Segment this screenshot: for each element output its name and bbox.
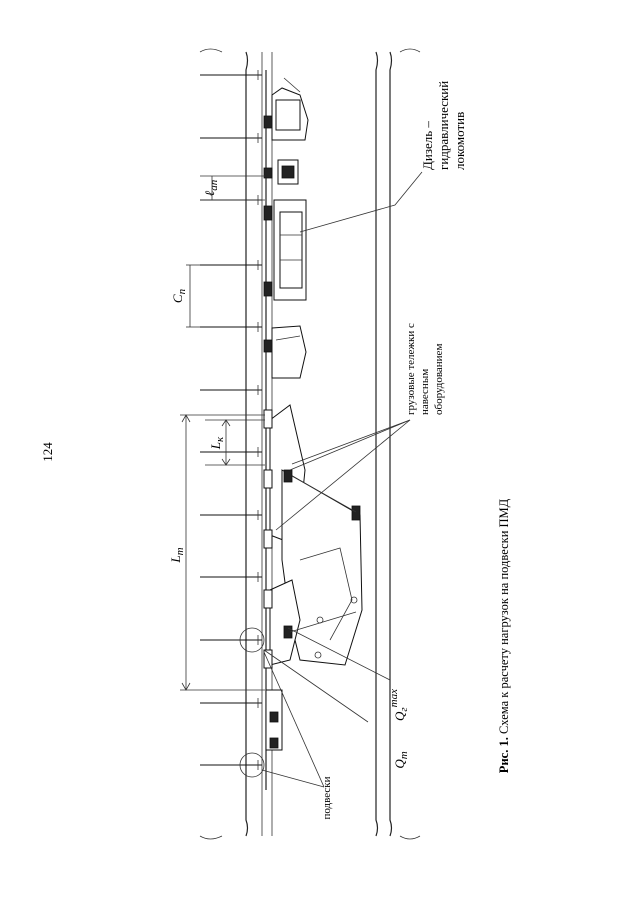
svg-text:Дизель –: Дизель – xyxy=(420,121,435,170)
svg-text:гидравлический: гидравлический xyxy=(436,81,451,170)
tunnel-walls xyxy=(199,48,421,840)
svg-text:Lт: Lт xyxy=(168,547,186,563)
page-number: 124 xyxy=(40,442,55,462)
diesel-hydraulic-locomotive xyxy=(263,77,309,379)
dimension-l-an: ℓап xyxy=(200,175,265,201)
label-locomotive: Дизель – гидравлический локомотив xyxy=(420,81,467,170)
svg-text:навесным: навесным xyxy=(419,369,431,415)
svg-text:Lк: Lк xyxy=(208,436,226,450)
svg-text:ℓап: ℓап xyxy=(202,179,220,196)
svg-text:грузовые тележки с: грузовые тележки с xyxy=(405,323,417,415)
svg-text:локомотив: локомотив xyxy=(452,112,467,170)
cargo-bogies-with-equipment xyxy=(263,404,363,669)
suspension-highlight-1 xyxy=(239,627,265,653)
svg-text:Qгmax: Qгmax xyxy=(388,689,410,721)
figure-caption: Рис. 1. Схема к расчету нагрузок на подв… xyxy=(497,498,511,773)
leader-lines xyxy=(261,171,423,788)
suspension-highlight-2 xyxy=(239,752,265,778)
label-cargo-bogies: грузовые тележки с навесным оборудование… xyxy=(405,323,445,415)
dimension-c-p: Cп xyxy=(170,264,200,328)
load-q-t: Qт xyxy=(392,751,410,768)
svg-text:Qт: Qт xyxy=(392,751,410,768)
label-suspensions: подвески xyxy=(321,776,333,819)
dimension-l-k: Lк xyxy=(205,419,265,466)
load-q-g-max: Qгmax xyxy=(388,689,410,721)
svg-text:оборудованием: оборудованием xyxy=(433,344,445,415)
dimension-l-t: Lт xyxy=(168,414,265,691)
rear-bogie xyxy=(265,689,283,751)
svg-text:Cп: Cп xyxy=(170,288,188,303)
